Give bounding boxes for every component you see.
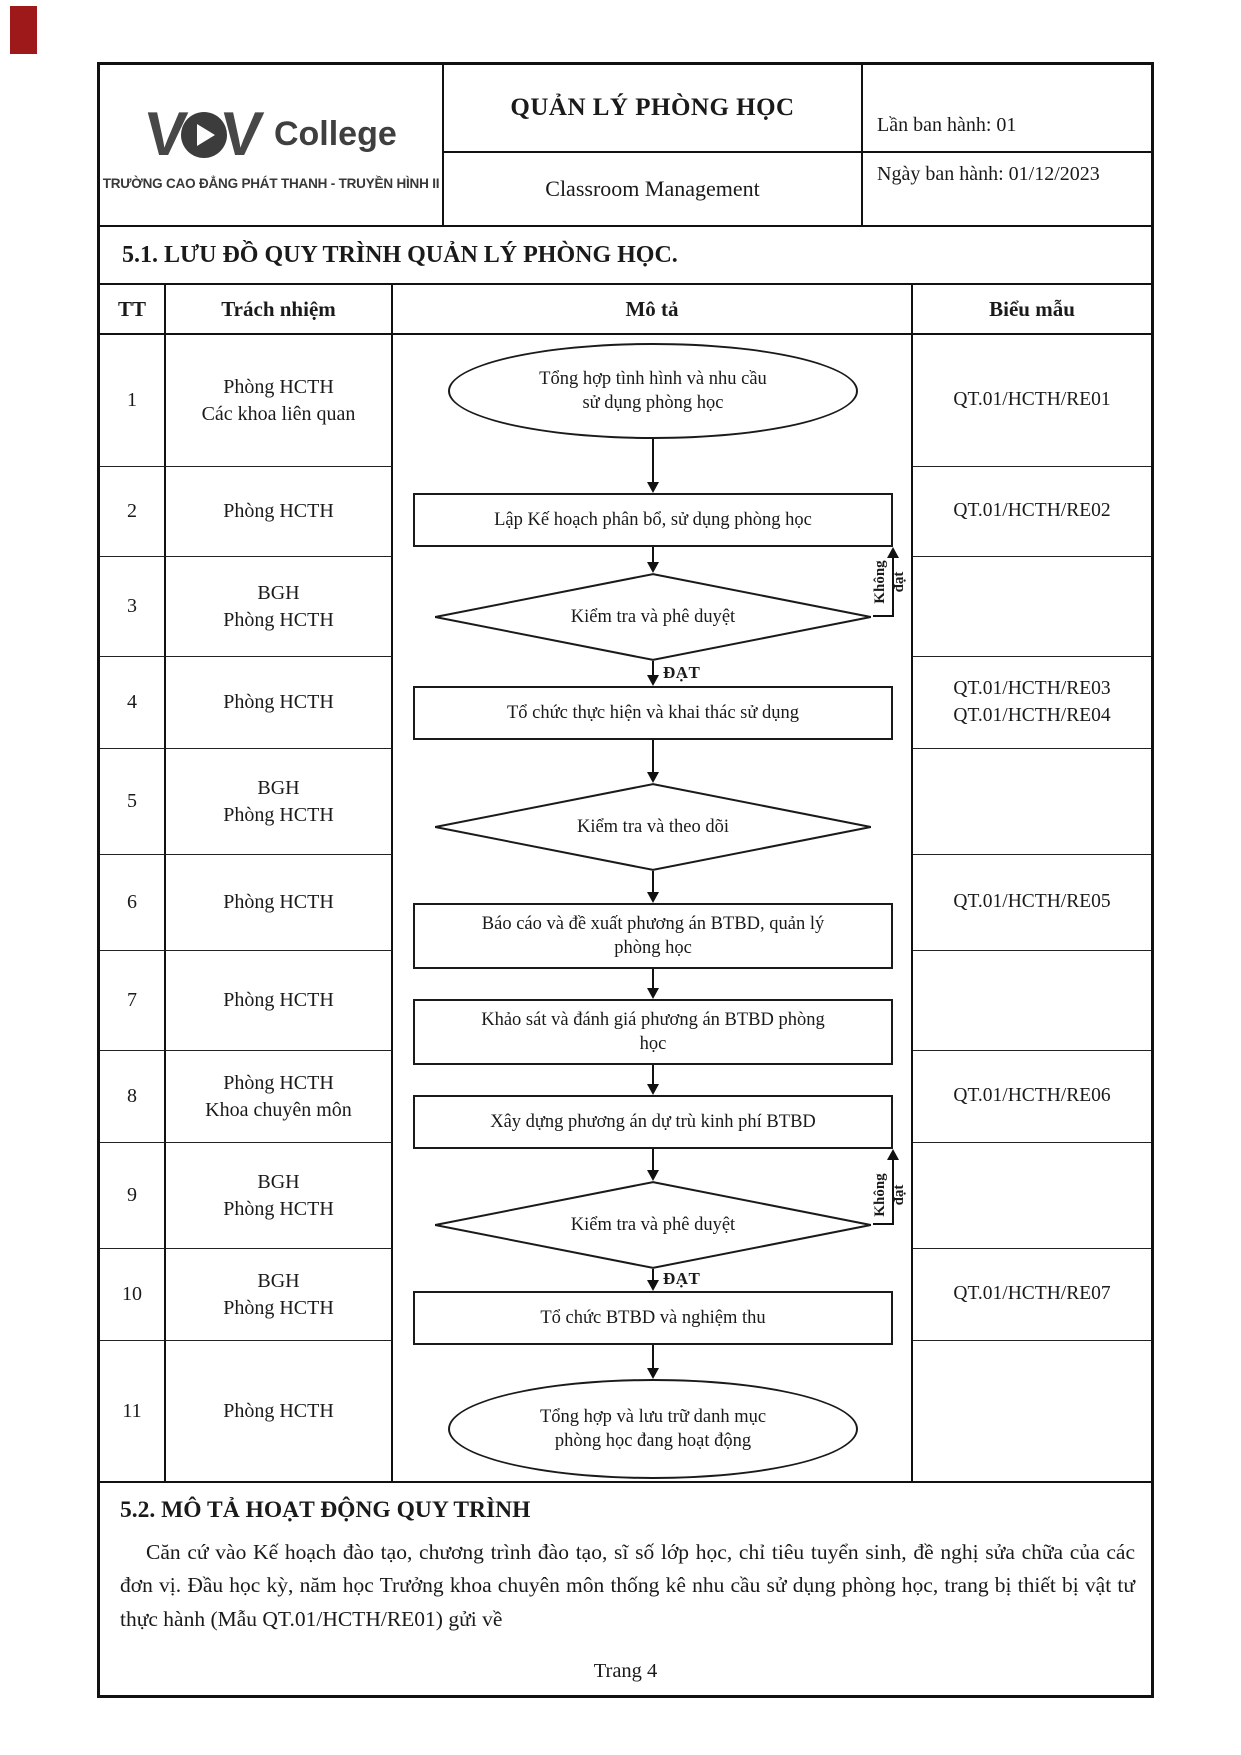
- page-number: Trang 4: [593, 1659, 658, 1682]
- form-7: [913, 951, 1151, 1051]
- section-5-1-title: 5.1. LƯU ĐỒ QUY TRÌNH QUẢN LÝ PHÒNG HỌC.: [100, 227, 1151, 285]
- flow-step-10-process: Tổ chức BTBD và nghiệm thu: [413, 1291, 893, 1345]
- arrow-down-1: [646, 439, 660, 493]
- arrow-down-2: [646, 547, 660, 573]
- col-header-responsibility: Trách nhiệm: [166, 285, 393, 335]
- section-5-2-title: 5.2. MÔ TẢ HOẠT ĐỘNG QUY TRÌNH: [120, 1497, 531, 1523]
- arrow-down-9: [646, 1269, 660, 1291]
- flow-step-5-text: Kiểm tra và theo dõi: [576, 816, 730, 837]
- fail-arrow-up-1: [886, 547, 900, 617]
- flow-step-9-text: Kiểm tra và phê duyệt: [570, 1214, 736, 1235]
- tt-7: 7: [100, 951, 166, 1051]
- tt-10: 10: [100, 1249, 166, 1341]
- form-3: [913, 557, 1151, 657]
- red-corner-mark: [10, 6, 37, 54]
- resp-1: Phòng HCTH Các khoa liên quan: [166, 335, 393, 467]
- tt-4: 4: [100, 657, 166, 749]
- resp-7: Phòng HCTH: [166, 951, 393, 1051]
- fail-hline-2: [873, 1223, 894, 1225]
- resp-4: Phòng HCTH: [166, 657, 393, 749]
- resp-10: BGH Phòng HCTH: [166, 1249, 393, 1341]
- col-header-description: Mô tả: [393, 285, 913, 335]
- vov-college-logo: V V College: [142, 100, 397, 169]
- pass-label-2: ĐẠT: [663, 1269, 701, 1288]
- form-1: QT.01/HCTH/RE01: [913, 335, 1151, 467]
- fail-label-1: Không đạt: [872, 560, 907, 604]
- document-title-en: Classroom Management: [444, 151, 863, 225]
- play-circle-icon: [180, 111, 227, 158]
- section-5-2: 5.2. MÔ TẢ HOẠT ĐỘNG QUY TRÌNH Căn cứ và…: [100, 1483, 1151, 1636]
- tt-9: 9: [100, 1143, 166, 1249]
- tt-6: 6: [100, 855, 166, 951]
- resp-9: BGH Phòng HCTH: [166, 1143, 393, 1249]
- form-11: [913, 1341, 1151, 1481]
- flow-step-1-terminator: Tổng hợp tình hình và nhu cầu sử dụng ph…: [448, 343, 858, 439]
- col-header-form: Biểu mẫu: [913, 285, 1151, 335]
- resp-2: Phòng HCTH: [166, 467, 393, 557]
- form-9: [913, 1143, 1151, 1249]
- form-4: QT.01/HCTH/RE03 QT.01/HCTH/RE04: [913, 657, 1151, 749]
- arrow-down-10: [646, 1345, 660, 1379]
- flow-step-9-decision: Kiểm tra và phê duyệt: [433, 1181, 873, 1269]
- issue-date: Ngày ban hành: 01/12/2023: [863, 151, 1151, 225]
- process-table: TT Trách nhiệm Mô tả Biểu mẫu 1 Phòng HC…: [100, 285, 1151, 1483]
- tt-1: 1: [100, 335, 166, 467]
- resp-5: BGH Phòng HCTH: [166, 749, 393, 855]
- form-5: [913, 749, 1151, 855]
- form-10: QT.01/HCTH/RE07: [913, 1249, 1151, 1341]
- resp-8: Phòng HCTH Khoa chuyên môn: [166, 1051, 393, 1143]
- flow-step-6-process: Báo cáo và đề xuất phương án BTBD, quản …: [413, 903, 893, 969]
- form-8: QT.01/HCTH/RE06: [913, 1051, 1151, 1143]
- tt-5: 5: [100, 749, 166, 855]
- logo-subtitle: TRƯỜNG CAO ĐẲNG PHÁT THANH - TRUYỀN HÌNH…: [102, 175, 440, 191]
- tt-11: 11: [100, 1341, 166, 1481]
- issue-number: Lần ban hành: 01: [877, 114, 1017, 136]
- flow-step-7-process: Khảo sát và đánh giá phương án BTBD phòn…: [413, 999, 893, 1065]
- arrow-down-8: [646, 1149, 660, 1181]
- arrow-down-6: [646, 969, 660, 999]
- logo-cell: V V College TRƯỜNG CAO ĐẲNG PHÁT THANH -…: [100, 65, 444, 225]
- tt-8: 8: [100, 1051, 166, 1143]
- flow-step-3-text: Kiểm tra và phê duyệt: [570, 606, 736, 627]
- flow-step-8-process: Xây dựng phương án dự trù kinh phí BTBD: [413, 1095, 893, 1149]
- resp-11: Phòng HCTH: [166, 1341, 393, 1481]
- flowchart-canvas: Tổng hợp tình hình và nhu cầu sử dụng ph…: [393, 335, 913, 1481]
- resp-3: BGH Phòng HCTH: [166, 557, 393, 657]
- col-header-tt: TT: [100, 285, 166, 335]
- form-6: QT.01/HCTH/RE05: [913, 855, 1151, 951]
- document-header: V V College TRƯỜNG CAO ĐẲNG PHÁT THANH -…: [100, 65, 1151, 227]
- play-triangle-icon: [197, 123, 216, 146]
- fail-hline-1: [873, 615, 894, 617]
- flow-step-4-process: Tổ chức thực hiện và khai thác sử dụng: [413, 686, 893, 740]
- fail-arrow-up-2: [886, 1149, 900, 1225]
- arrow-down-7: [646, 1065, 660, 1095]
- form-2: QT.01/HCTH/RE02: [913, 467, 1151, 557]
- document-title-vi: QUẢN LÝ PHÒNG HỌC: [444, 65, 863, 151]
- arrow-down-5: [646, 871, 660, 903]
- fail-label-2: Không đạt: [872, 1173, 907, 1217]
- arrow-down-3: [646, 661, 660, 686]
- pass-label-1: ĐẠT: [663, 663, 701, 682]
- flow-step-11-terminator: Tổng hợp và lưu trữ danh mục phòng học đ…: [448, 1379, 858, 1479]
- tt-3: 3: [100, 557, 166, 657]
- resp-6: Phòng HCTH: [166, 855, 393, 951]
- flow-step-3-decision: Kiểm tra và phê duyệt: [433, 573, 873, 661]
- tt-2: 2: [100, 467, 166, 557]
- section-5-2-paragraph: Căn cứ vào Kế hoạch đào tạo, chương trìn…: [120, 1540, 1135, 1631]
- flow-step-2-process: Lập Kế hoạch phân bổ, sử dụng phòng học: [413, 493, 893, 547]
- flow-step-5-decision: Kiểm tra và theo dõi: [433, 783, 873, 871]
- document-frame: V V College TRƯỜNG CAO ĐẲNG PHÁT THANH -…: [97, 62, 1154, 1698]
- logo-college-text: College: [273, 115, 397, 153]
- arrow-down-4: [646, 740, 660, 783]
